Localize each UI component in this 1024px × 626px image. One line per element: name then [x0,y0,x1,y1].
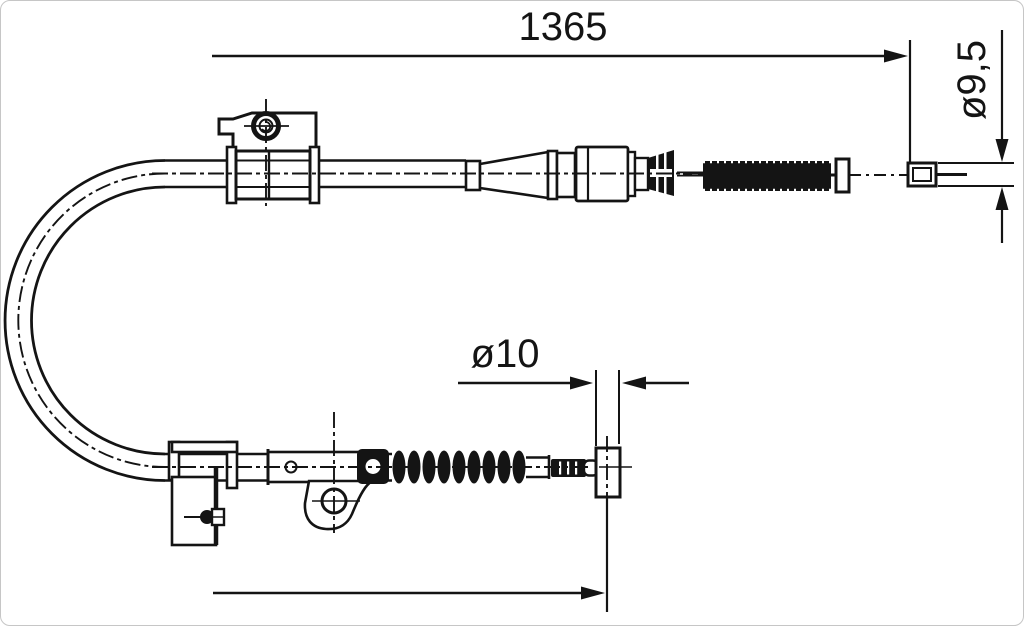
adjuster-barrel [594,446,632,499]
coil-spring-sleeve [703,160,837,192]
dimension-end-diameter: ø9,5 [938,30,1014,243]
adjuster-diameter-label: ø10 [471,332,540,376]
dimension-bottom-reference [213,497,609,612]
arrowhead [570,376,593,390]
conduit-end-fittings [464,145,650,203]
arrowhead [622,376,646,390]
conduit-cone [478,150,550,200]
centerlines [17,99,700,533]
bottom-mounting-bracket [167,440,239,547]
dimension-adjuster-diameter: ø10 [458,332,689,446]
arrowhead [995,139,1009,162]
conduit-ring [464,159,482,192]
lever-flange [303,479,377,531]
clamp-body [234,149,312,201]
clamp-top-bar [170,440,239,454]
arrowhead [995,187,1009,210]
top-mounting-bracket [217,111,321,205]
cable-bend-inner [30,185,166,456]
stop-washer [834,157,851,194]
dimension-overall-length: 1365 [212,5,912,162]
cable-end-fitting [906,161,967,188]
arrowhead [581,586,605,600]
firewall-grommet [357,449,389,484]
end-diameter-label: ø9,5 [950,40,994,120]
length-dimension-label: 1365 [519,5,608,49]
cable-conduit [3,159,466,482]
arrowhead [884,49,908,63]
cable-bend-outer [3,159,166,482]
